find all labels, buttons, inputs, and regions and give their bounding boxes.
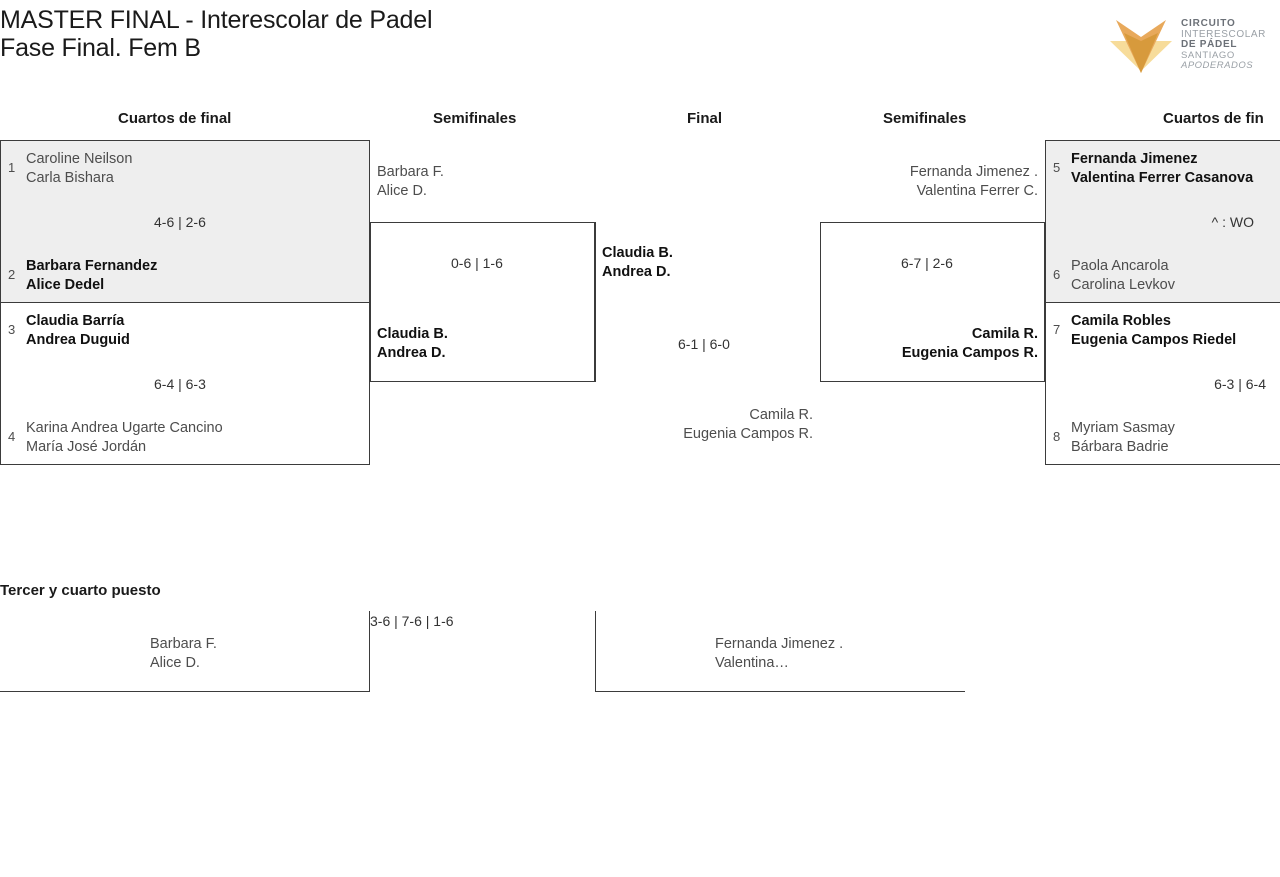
score-sf-left: 0-6 | 1-6	[451, 255, 503, 271]
team-third-place-right-line1: Fernanda Jimenez .	[715, 636, 844, 652]
score-qf2: 6-4 | 6-3	[154, 376, 206, 392]
score-qf3: ^ : WO	[1211, 214, 1254, 230]
round-header-qf-left: Cuartos de final	[118, 110, 232, 127]
page-title-line1: MASTER FINAL - Interescolar de Padel	[0, 6, 433, 34]
seed-4: 4	[8, 429, 16, 444]
team-qf2-bottom-line1: Karina Andrea Ugarte Cancino	[26, 420, 223, 436]
team-sf-right-top-line2: Valentina Ferrer C.	[916, 182, 1038, 199]
match-qf2[interactable]	[0, 302, 370, 465]
team-qf2-top: Claudia Barría Andrea Duguid	[26, 312, 130, 349]
team-sf-left-bottom-line2: Andrea D.	[377, 344, 446, 361]
team-sf-right-top: Fernanda Jimenez . Valentina Ferrer C.	[820, 163, 1038, 200]
team-sf-left-bottom-line1: Claudia B.	[377, 326, 448, 342]
third-place-right-bottom-edge	[595, 691, 965, 692]
team-sf-left-top-line1: Barbara F.	[377, 164, 444, 180]
team-final-left-line2: Andrea D.	[602, 263, 671, 280]
final-left-rail	[595, 222, 596, 382]
team-final-left: Claudia B. Andrea D.	[602, 244, 673, 281]
team-qf4-bottom: Myriam Sasmay Bárbara Badrie	[1071, 419, 1175, 456]
team-final-right-line1: Camila R.	[749, 407, 813, 423]
match-sf-right[interactable]	[820, 222, 1045, 382]
score-final: 6-1 | 6-0	[678, 336, 730, 352]
team-qf3-top-line1: Fernanda Jimenez	[1071, 151, 1198, 167]
third-place-right-vertical-edge	[595, 611, 596, 692]
score-qf1: 4-6 | 2-6	[154, 214, 206, 230]
round-header-sf-right: Semifinales	[883, 110, 967, 127]
team-qf3-bottom: Paola Ancarola Carolina Levkov	[1071, 257, 1175, 294]
seed-8: 8	[1053, 429, 1061, 444]
team-sf-right-bottom-line1: Camila R.	[971, 326, 1038, 342]
team-third-place-right: Fernanda Jimenez . Valentina…	[715, 635, 843, 672]
team-qf1-top-line1: Caroline Neilson	[26, 151, 133, 167]
seed-3: 3	[8, 322, 16, 337]
team-sf-left-top: Barbara F. Alice D.	[377, 163, 444, 200]
team-third-place-left-line2: Alice D.	[150, 654, 200, 671]
logo-line-3: DE PÁDEL	[1181, 39, 1238, 51]
team-final-left-line1: Claudia B.	[602, 245, 673, 261]
third-place-left-bottom-edge	[0, 691, 370, 692]
logo-line-4: SANTIAGO	[1181, 49, 1235, 61]
team-qf1-top-line2: Carla Bishara	[26, 169, 114, 186]
team-qf4-bottom-line1: Myriam Sasmay	[1071, 420, 1175, 436]
match-qf3[interactable]	[1045, 140, 1280, 303]
seed-7: 7	[1053, 322, 1061, 337]
team-qf3-top: Fernanda Jimenez Valentina Ferrer Casano…	[1071, 150, 1253, 187]
team-qf1-bottom-line2: Alice Dedel	[26, 276, 105, 293]
team-qf3-top-line2: Valentina Ferrer Casanova	[1071, 169, 1254, 186]
round-header-final: Final	[687, 110, 723, 127]
page-title: MASTER FINAL - Interescolar de Padel Fas…	[0, 6, 433, 62]
score-sf-right: 6-7 | 2-6	[901, 255, 953, 271]
third-place-title: Tercer y cuarto puesto	[0, 582, 161, 599]
circuito-logo: CIRCUITO INTERESCOLAR DE PÁDEL SANTIAGO …	[1108, 11, 1278, 79]
team-qf3-bottom-line2: Carolina Levkov	[1071, 276, 1175, 293]
match-qf4[interactable]	[1045, 302, 1280, 465]
team-third-place-left-line1: Barbara F.	[150, 636, 217, 652]
match-qf1[interactable]	[0, 140, 370, 303]
team-qf3-bottom-line1: Paola Ancarola	[1071, 258, 1169, 274]
round-header-sf-left: Semifinales	[433, 110, 517, 127]
team-qf4-top: Camila Robles Eugenia Campos Riedel	[1071, 312, 1236, 349]
team-final-right-line2: Eugenia Campos R.	[683, 425, 813, 442]
team-qf2-top-line2: Andrea Duguid	[26, 331, 130, 348]
logo-line-1: CIRCUITO	[1181, 18, 1236, 30]
team-qf2-bottom: Karina Andrea Ugarte Cancino María José …	[26, 419, 223, 456]
team-sf-left-bottom: Claudia B. Andrea D.	[377, 325, 448, 362]
team-third-place-right-line2: Valentina…	[715, 654, 789, 671]
round-header-qf-right: Cuartos de fin	[1163, 110, 1264, 127]
seed-6: 6	[1053, 267, 1061, 282]
page-title-line2: Fase Final. Fem B	[0, 34, 201, 62]
seed-2: 2	[8, 267, 16, 282]
logo-wordmark: CIRCUITO INTERESCOLAR DE PÁDEL SANTIAGO …	[1181, 18, 1266, 72]
third-place-left-vertical-edge	[369, 611, 370, 692]
score-third-place: 3-6 | 7-6 | 1-6	[370, 613, 454, 629]
team-sf-left-top-line2: Alice D.	[377, 182, 427, 199]
team-qf2-top-line1: Claudia Barría	[26, 313, 125, 329]
team-final-right: Camila R. Eugenia Campos R.	[600, 406, 813, 443]
team-sf-right-top-line1: Fernanda Jimenez .	[909, 164, 1038, 180]
team-third-place-left: Barbara F. Alice D.	[150, 635, 217, 672]
logo-line-2: INTERESCOLAR	[1181, 28, 1266, 40]
team-qf1-bottom-line1: Barbara Fernandez	[26, 258, 158, 274]
team-qf4-top-line2: Eugenia Campos Riedel	[1071, 331, 1237, 348]
fox-logo-icon	[1110, 20, 1172, 73]
team-qf1-top: Caroline Neilson Carla Bishara	[26, 150, 132, 187]
score-qf4: 6-3 | 6-4	[1214, 376, 1266, 392]
team-qf4-top-line1: Camila Robles	[1071, 313, 1171, 329]
team-qf1-bottom: Barbara Fernandez Alice Dedel	[26, 257, 157, 294]
team-sf-right-bottom: Camila R. Eugenia Campos R.	[820, 325, 1038, 362]
team-qf2-bottom-line2: María José Jordán	[26, 438, 147, 455]
seed-5: 5	[1053, 160, 1061, 175]
team-qf4-bottom-line2: Bárbara Badrie	[1071, 438, 1169, 455]
match-sf-left[interactable]	[370, 222, 595, 382]
seed-1: 1	[8, 160, 16, 175]
logo-line-5: APODERADOS	[1181, 60, 1254, 72]
team-sf-right-bottom-line2: Eugenia Campos R.	[901, 344, 1038, 361]
